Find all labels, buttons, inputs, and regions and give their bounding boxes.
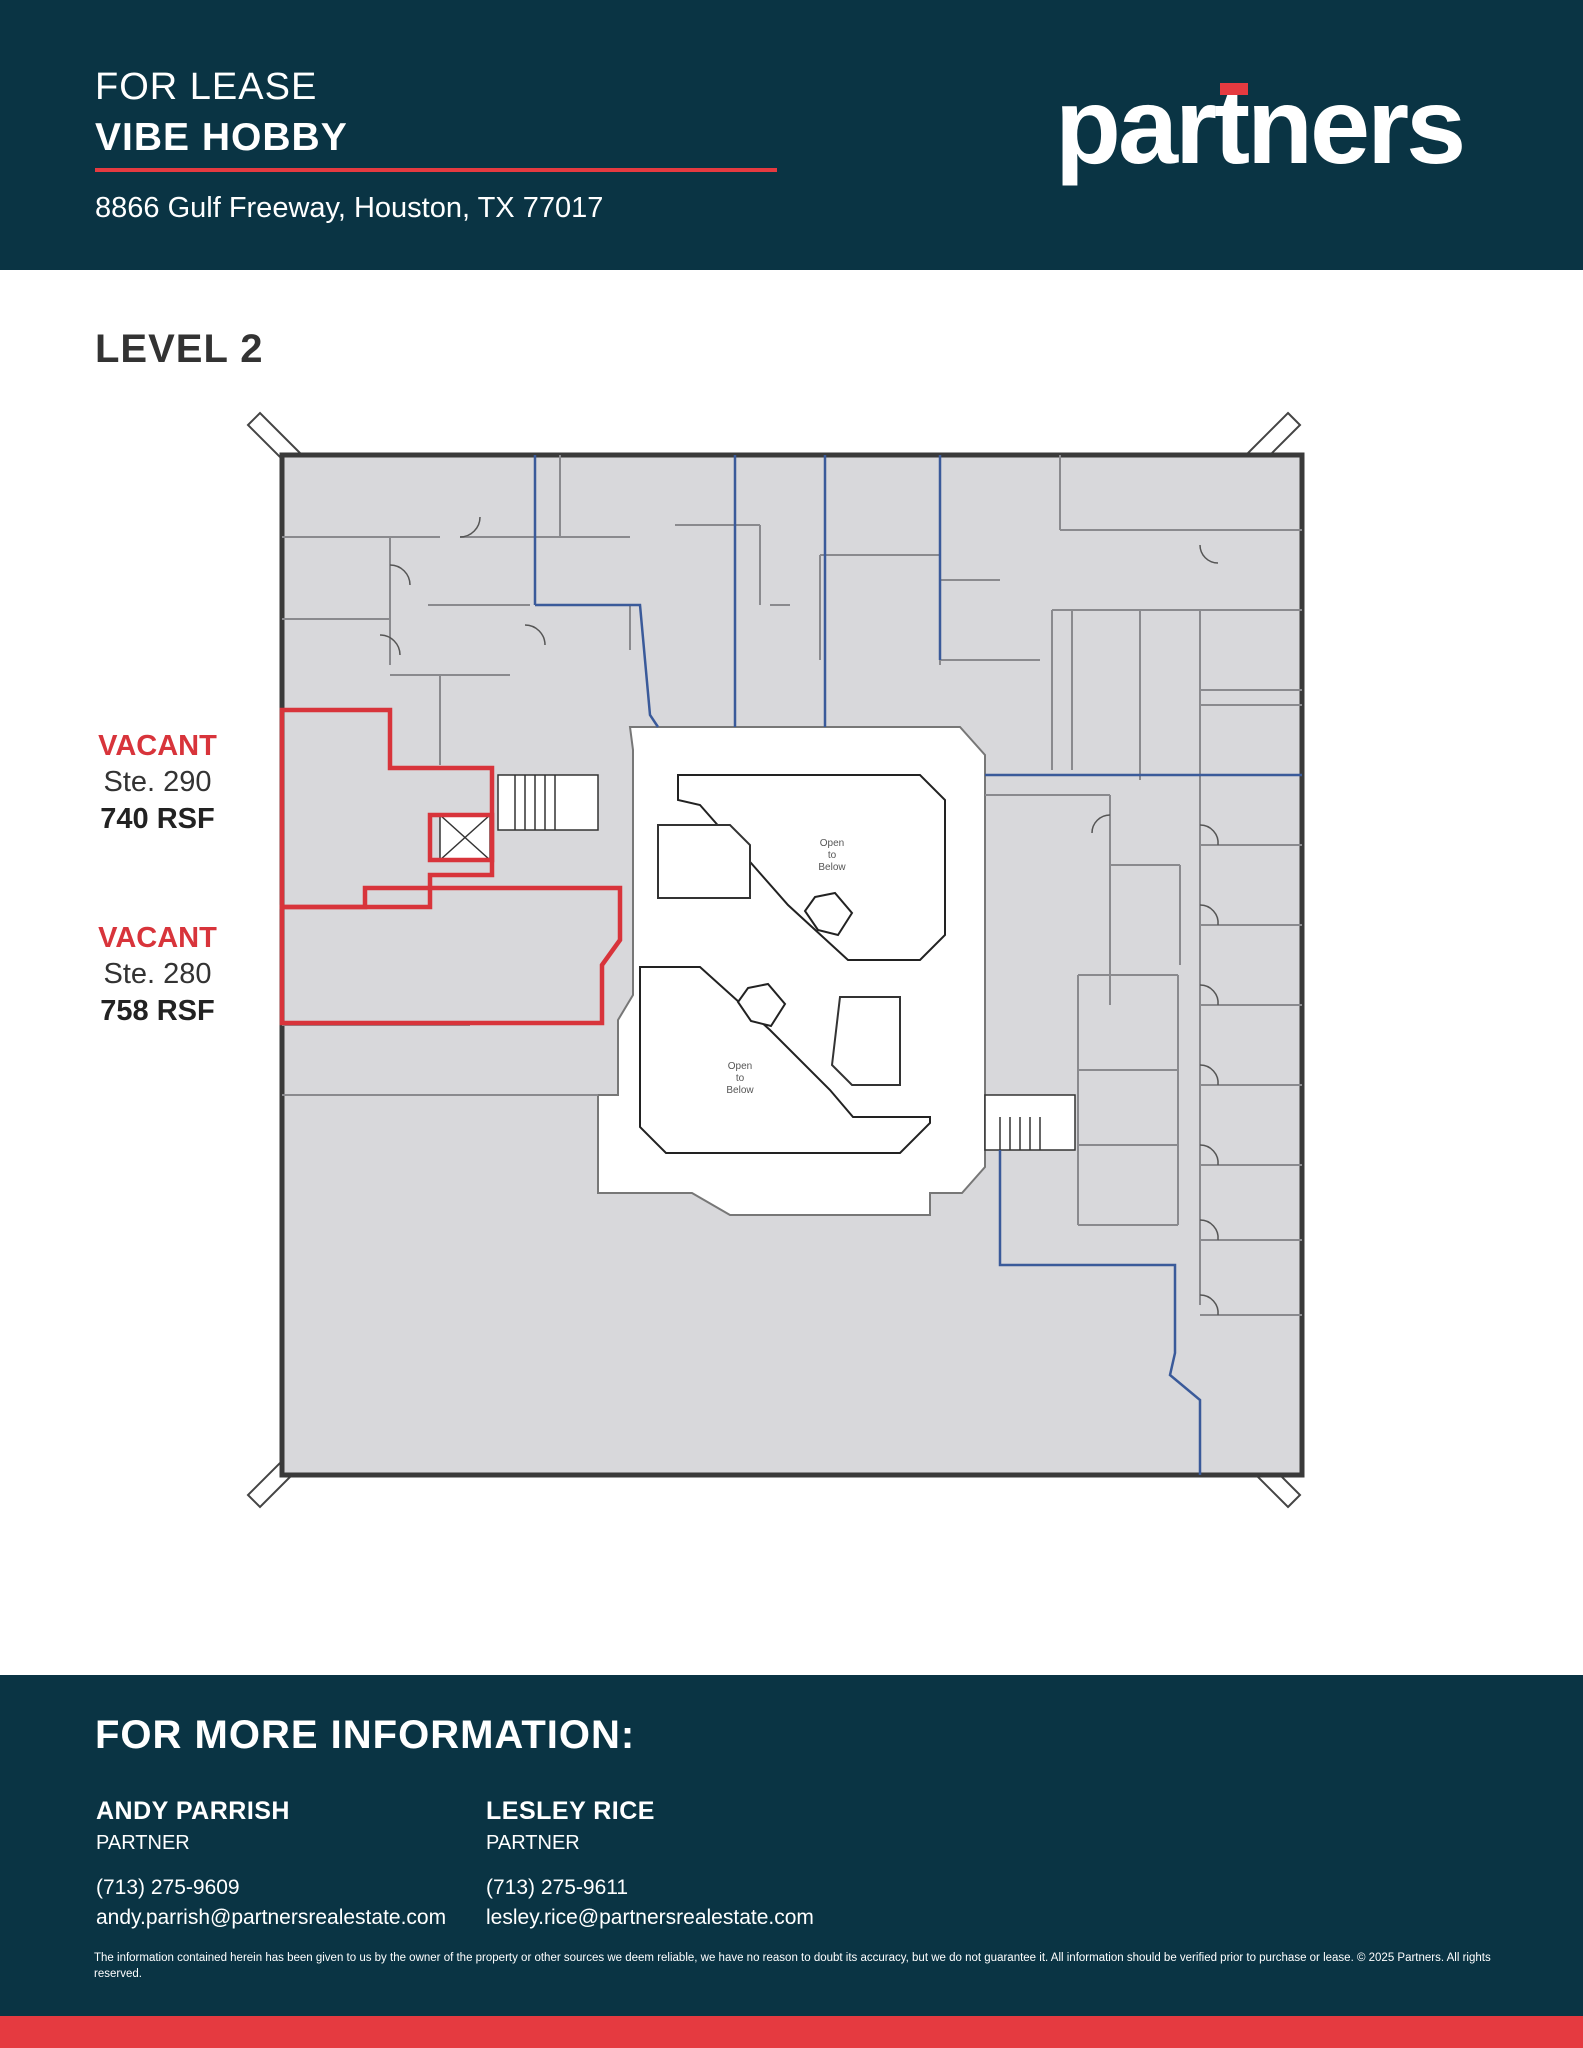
- contact-title: PARTNER: [96, 1832, 190, 1854]
- partners-logo: partners: [1055, 65, 1466, 186]
- stair: [497, 774, 1076, 1151]
- contact-title: PARTNER: [486, 1832, 580, 1854]
- skylight-symbol: [736, 891, 854, 1028]
- contact-card: ANDY PARRISH PARTNER (713) 275-9609 andy…: [96, 1797, 446, 1930]
- contact-phone[interactable]: (713) 275-9611: [486, 1876, 629, 1899]
- contact-email[interactable]: andy.parrish@partnersrealestate.com: [96, 1906, 447, 1929]
- header-banner: FOR LEASE VIBE HOBBY 8866 Gulf Freeway, …: [0, 0, 1583, 270]
- footer-banner: FOR MORE INFORMATION: ANDY PARRISH PARTN…: [0, 1675, 1583, 2022]
- suite-area: 758 RSF: [100, 995, 215, 1027]
- header-divider: [95, 168, 777, 172]
- door-swings: [379, 516, 1219, 1316]
- contact-card: LESLEY RICE PARTNER (713) 275-9611 lesle…: [486, 1797, 814, 1930]
- disclaimer-text: The information contained herein has bee…: [94, 1952, 1491, 1980]
- suite-label-290: VACANT Ste. 290 740 RSF: [90, 730, 225, 836]
- contact-name: ANDY PARRISH: [96, 1797, 290, 1825]
- vacant-suite-outline: [279, 707, 623, 1026]
- footer-accent-bar: [0, 2016, 1583, 2048]
- contact-phone[interactable]: (713) 275-9609: [96, 1876, 240, 1899]
- suite-status: VACANT: [98, 730, 217, 762]
- suite-area: 740 RSF: [100, 803, 215, 835]
- contact-name: LESLEY RICE: [486, 1797, 655, 1825]
- open-to-below-upper: [677, 774, 946, 961]
- level-title: LEVEL 2: [95, 327, 264, 371]
- suite-number: Ste. 280: [103, 958, 212, 990]
- contact-email[interactable]: lesley.rice@partnersrealestate.com: [486, 1906, 814, 1929]
- property-name: VIBE HOBBY: [95, 116, 348, 159]
- suite-demising-lines: [533, 455, 1302, 1475]
- suite-status: VACANT: [98, 922, 217, 954]
- property-address: 8866 Gulf Freeway, Houston, TX 77017: [95, 192, 604, 224]
- suite-number: Ste. 290: [103, 766, 212, 798]
- suite-label-280: VACANT Ste. 280 758 RSF: [90, 922, 225, 1028]
- restroom-core: [657, 824, 901, 1086]
- listing-status: FOR LEASE: [95, 66, 318, 108]
- elevator: [439, 814, 491, 861]
- contact-heading: FOR MORE INFORMATION:: [95, 1713, 636, 1757]
